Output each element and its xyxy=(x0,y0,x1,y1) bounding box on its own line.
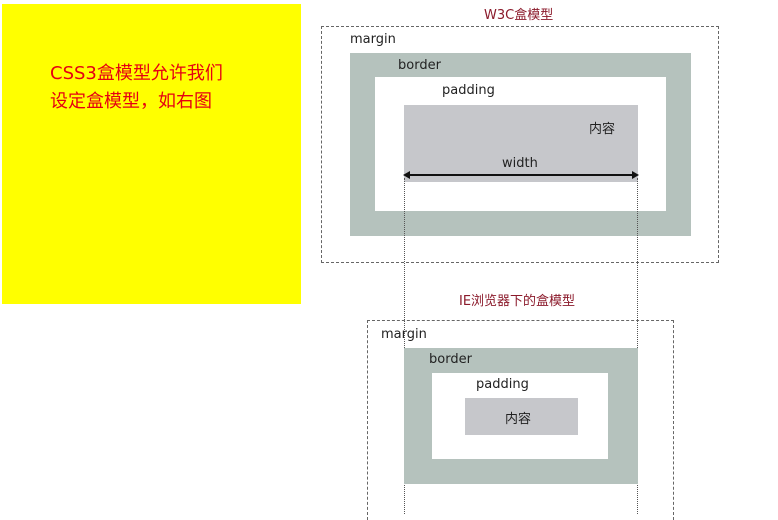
w3c-content-label: 内容 xyxy=(589,122,616,137)
note-text: CSS3盒模型允许我们 设定盒模型，如右图 xyxy=(50,60,270,116)
guide-line-left xyxy=(404,178,405,514)
w3c-margin-box xyxy=(321,26,719,263)
guide-line-right xyxy=(637,178,638,514)
ie-content-box xyxy=(465,398,578,435)
ie-content-label: 内容 xyxy=(505,412,532,427)
w3c-width-label: width xyxy=(502,156,538,171)
w3c-padding-label: padding xyxy=(442,83,495,98)
w3c-margin-label: margin xyxy=(350,32,396,47)
ie-border-label: border xyxy=(429,352,472,367)
ie-margin-box xyxy=(367,320,674,520)
w3c-title: W3C盒模型 xyxy=(484,8,554,23)
note-panel xyxy=(2,4,301,304)
width-arrow-left-icon xyxy=(403,171,410,179)
width-arrow-right-icon xyxy=(632,171,639,179)
ie-title: IE浏览器下的盒模型 xyxy=(459,294,576,309)
w3c-content-box xyxy=(404,105,638,182)
note-line-2: 设定盒模型，如右图 xyxy=(50,91,212,112)
ie-padding-label: padding xyxy=(476,377,529,392)
width-arrow-line xyxy=(409,174,633,176)
ie-margin-label: margin xyxy=(381,327,427,342)
note-line-1: CSS3盒模型允许我们 xyxy=(50,63,223,84)
w3c-border-label: border xyxy=(398,58,441,73)
